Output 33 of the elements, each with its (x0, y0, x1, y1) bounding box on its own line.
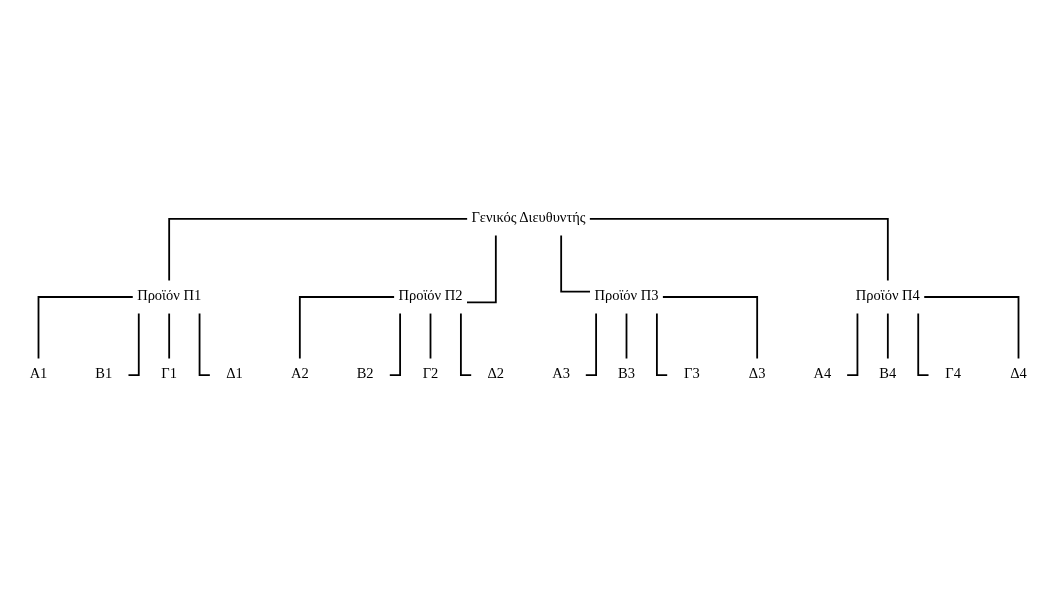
node-text: Δ1 (226, 364, 243, 381)
node-text: Δ2 (487, 364, 505, 381)
node-text: Β1 (95, 364, 113, 381)
node-text: Γ4 (945, 364, 961, 381)
connector (588, 217, 889, 281)
node-text: Γενικός Διευθυντής (471, 208, 586, 225)
node-text: Β3 (618, 364, 635, 381)
node-text: Β4 (879, 364, 897, 381)
node-text: Α1 (29, 364, 48, 381)
node-text: Προϊόν Π2 (398, 286, 463, 303)
node-text: Α4 (813, 364, 832, 381)
node-text: Γ3 (684, 364, 700, 381)
node-text: Προϊόν Π4 (855, 286, 920, 303)
node-text: Α3 (552, 364, 571, 381)
connector (560, 234, 591, 292)
connector (168, 312, 171, 359)
connector (37, 295, 134, 359)
connector (429, 312, 432, 359)
connector (625, 312, 628, 359)
node-text: Γ1 (161, 364, 177, 381)
connector (168, 217, 469, 281)
node-text: Δ3 (748, 364, 766, 381)
node-text: Προϊόν Π3 (594, 286, 659, 303)
connector (886, 312, 889, 359)
node-text: Β2 (356, 364, 374, 381)
node-text: Προϊόν Π1 (137, 286, 202, 303)
connector (298, 295, 395, 359)
node-text: Γ2 (422, 364, 439, 381)
connector (662, 295, 759, 359)
connector (923, 295, 1020, 359)
connector (466, 234, 497, 303)
node-text: Δ4 (1010, 364, 1027, 381)
node-text: Α2 (290, 364, 309, 381)
